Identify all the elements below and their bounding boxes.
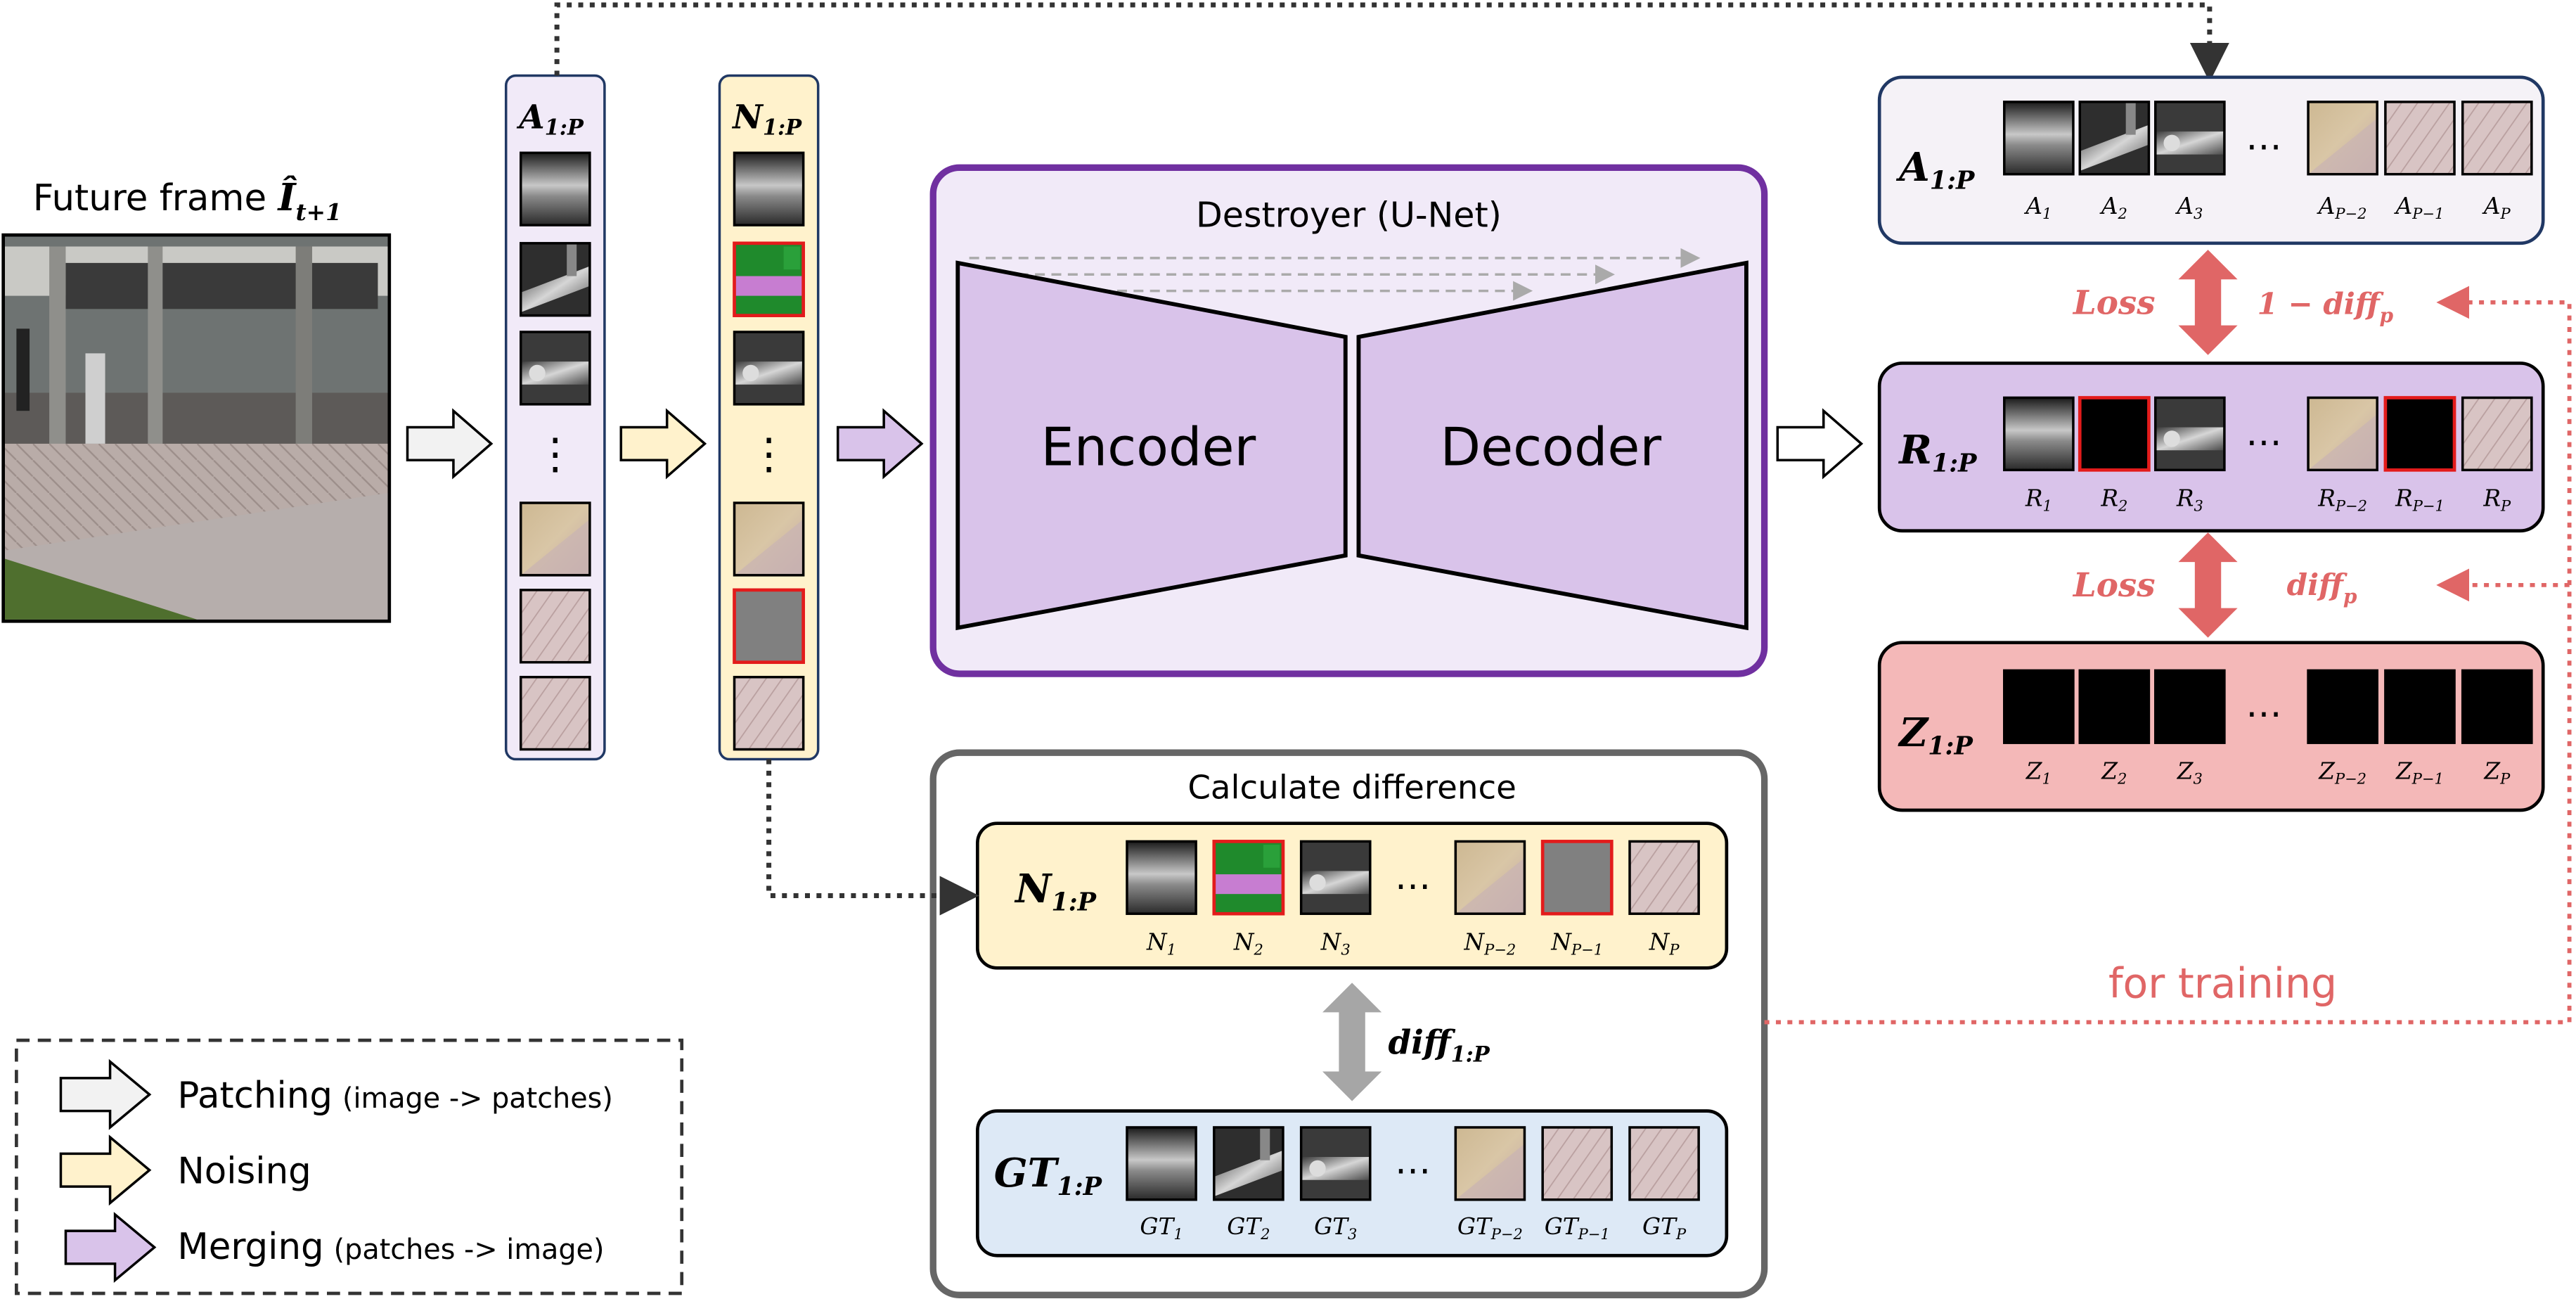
- destroyer-title: Destroyer (U-Net): [1196, 194, 1502, 235]
- svg-text:RP−1: RP−1: [2395, 485, 2445, 515]
- row-gt-patches: [1126, 1126, 1700, 1201]
- skip-connections: [969, 248, 1701, 301]
- loss-bottom-label: Loss: [2072, 566, 2156, 605]
- svg-text:R2: R2: [2100, 485, 2127, 515]
- svg-text:N1: N1: [1146, 929, 1176, 959]
- row-gt-labels: GT1 GT2 GT3 GTP−2 GTP−1 GTP: [1140, 1213, 1687, 1243]
- row-a-patches: [2003, 101, 2533, 176]
- svg-text:GTP: GTP: [1642, 1213, 1687, 1243]
- row-r-ellipsis: …: [2246, 412, 2281, 454]
- legend-merging-arrow: [64, 1212, 157, 1284]
- patching-arrow: [406, 408, 494, 480]
- encoder-label: Encoder: [1041, 416, 1256, 478]
- svg-text:GTP−2: GTP−2: [1457, 1213, 1523, 1243]
- for-training-label: for training: [2108, 959, 2337, 1007]
- svg-text:GT2: GT2: [1227, 1213, 1270, 1243]
- svg-text:GT1: GT1: [1140, 1213, 1183, 1243]
- future-frame-label: Future frame Ît+1: [33, 174, 342, 226]
- loss-bottom-weight: diffp: [2287, 568, 2357, 608]
- training-path: [1764, 286, 2572, 1025]
- svg-text:NP: NP: [1649, 929, 1680, 959]
- loss-top-label: Loss: [2072, 283, 2156, 322]
- row-gt-ellipsis: …: [1395, 1140, 1431, 1182]
- svg-text:Z2: Z2: [2101, 758, 2127, 788]
- column-a-ellipsis: ⋮: [534, 430, 577, 479]
- svg-text:NP−1: NP−1: [1550, 929, 1603, 959]
- svg-text:AP−1: AP−1: [2394, 193, 2445, 222]
- row-z-patches: [2003, 669, 2533, 744]
- svg-text:R3: R3: [2176, 485, 2203, 515]
- svg-text:Z3: Z3: [2177, 758, 2203, 788]
- output-arrow: [1776, 408, 1864, 480]
- loss-bottom-double-arrow: [2178, 532, 2238, 638]
- noising-arrow: [619, 408, 707, 480]
- row-r-labels: R1 R2 R3 RP−2 RP−1 RP: [2025, 485, 2511, 515]
- legend-noising-arrow: [59, 1134, 152, 1206]
- row-z-title: Z1:P: [1898, 710, 1973, 761]
- svg-text:ZP−1: ZP−1: [2395, 758, 2444, 788]
- a-to-row-connector: [554, 2, 2229, 82]
- svg-text:AP: AP: [2482, 193, 2511, 222]
- loss-top-weight: 1 − diffp: [2258, 286, 2394, 327]
- calculate-difference-title: Calculate difference: [1187, 769, 1516, 807]
- column-n-patches: [733, 151, 805, 751]
- patch-column-a-title: A1:P: [516, 98, 584, 140]
- row-a-title: A1:P: [1895, 144, 1976, 196]
- merging-arrow: [836, 408, 924, 480]
- row-n-labels: N1 N2 N3 NP−2 NP−1 NP: [1146, 929, 1680, 959]
- row-z-ellipsis: …: [2246, 684, 2281, 726]
- svg-text:GTP−1: GTP−1: [1545, 1213, 1610, 1243]
- row-a-labels: A1 A2 A3 AP−2 AP−1 AP: [2023, 193, 2511, 222]
- diff-double-arrow: [1322, 983, 1382, 1101]
- svg-text:NP−2: NP−2: [1464, 929, 1516, 959]
- svg-text:N3: N3: [1320, 929, 1351, 959]
- row-r-patches: [2003, 396, 2533, 472]
- column-n-ellipsis: ⋮: [747, 430, 790, 479]
- encoder-block: [955, 260, 1348, 631]
- row-r-title: R1:P: [1898, 427, 1978, 478]
- legend-noising-label: Noising: [177, 1150, 311, 1192]
- legend-merging-label: Merging(patches -> image): [177, 1226, 604, 1268]
- row-a-ellipsis: …: [2246, 117, 2281, 159]
- legend-patching-arrow: [59, 1058, 152, 1130]
- svg-text:AP−2: AP−2: [2317, 193, 2367, 222]
- loss-top-double-arrow: [2178, 250, 2238, 355]
- svg-text:ZP−2: ZP−2: [2318, 758, 2366, 788]
- svg-text:N2: N2: [1233, 929, 1263, 959]
- row-z-labels: Z1 Z2 Z3 ZP−2 ZP−1 ZP: [2026, 758, 2511, 788]
- svg-text:RP−2: RP−2: [2317, 485, 2367, 515]
- row-n-ellipsis: …: [1395, 856, 1431, 898]
- svg-text:A2: A2: [2099, 193, 2127, 222]
- row-n-title: N1:P: [1014, 866, 1097, 917]
- legend-patching-label: Patching(image -> patches): [177, 1075, 612, 1117]
- svg-text:Z1: Z1: [2026, 758, 2052, 788]
- svg-text:RP: RP: [2482, 485, 2511, 515]
- svg-text:R1: R1: [2025, 485, 2052, 515]
- patch-column-n-title: N1:P: [731, 98, 802, 140]
- svg-text:A1: A1: [2023, 193, 2052, 222]
- svg-text:GT3: GT3: [1314, 1213, 1357, 1243]
- decoder-label: Decoder: [1441, 416, 1662, 478]
- svg-text:ZP: ZP: [2483, 758, 2511, 788]
- future-frame-image: [1, 233, 392, 623]
- diff-label: diff1:P: [1389, 1023, 1490, 1068]
- row-n-patches: [1126, 840, 1700, 916]
- decoder-block: [1356, 260, 1749, 631]
- row-gt-title: GT1:P: [994, 1150, 1103, 1201]
- svg-text:A3: A3: [2175, 193, 2203, 222]
- column-a-patches: [519, 151, 591, 751]
